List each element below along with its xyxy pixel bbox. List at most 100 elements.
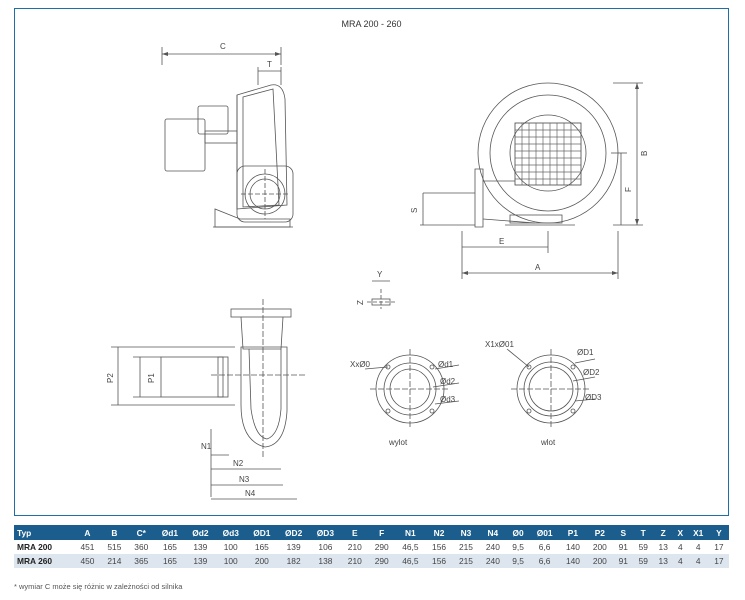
table-cell: 100 [215, 540, 246, 554]
table-header-cell: N2 [425, 525, 453, 540]
table-header-cell: A [73, 525, 101, 540]
table-header-cell: ØD1 [245, 525, 278, 540]
drawing-title: MRA 200 - 260 [341, 19, 402, 29]
dim-label-e: E [499, 237, 504, 246]
table-header-cell: B [100, 525, 128, 540]
dim-label-oD2: ØD2 [583, 368, 600, 377]
table-cell: 59 [633, 554, 654, 568]
table-cell: 215 [452, 554, 480, 568]
table-cell: 91 [613, 554, 634, 568]
dim-label-od3: Ød3 [440, 395, 456, 404]
table-header-cell: Ø01 [529, 525, 560, 540]
dim-label-f: F [624, 187, 633, 192]
table-header-cell: X [673, 525, 688, 540]
table-cell: 451 [73, 540, 101, 554]
caption-outlet: wylot [388, 438, 408, 447]
table-cell: 4 [673, 554, 688, 568]
table-cell: 182 [277, 554, 310, 568]
table-header-cell: N1 [395, 525, 426, 540]
table-cell: 215 [452, 540, 480, 554]
table-cell: 100 [215, 554, 246, 568]
table-header-cell: P1 [559, 525, 587, 540]
table-header-cell: F [368, 525, 396, 540]
table-cell: 200 [586, 540, 614, 554]
dim-label-p2: P2 [106, 373, 115, 383]
table-header-cell: C* [127, 525, 155, 540]
table-cell: 450 [73, 554, 101, 568]
table-cell: 290 [368, 540, 396, 554]
table-cell: 17 [708, 540, 729, 554]
table-cell: 165 [154, 540, 186, 554]
bottom-view [111, 299, 305, 500]
table-cell: MRA 260 [14, 554, 74, 568]
table-header-cell: T [633, 525, 654, 540]
dim-label-c: C [220, 42, 226, 51]
table-cell: 365 [127, 554, 155, 568]
bolt-detail [367, 280, 395, 309]
table-cell: 200 [586, 554, 614, 568]
table-cell: 156 [425, 540, 453, 554]
table-cell: 515 [100, 540, 128, 554]
table-header-cell: E [341, 525, 369, 540]
inlet-flange [506, 348, 596, 429]
table-header-cell: S [613, 525, 634, 540]
table-cell: 13 [653, 554, 674, 568]
footnote: * wymiar C może się różnic w zależności … [14, 582, 183, 591]
table-cell: MRA 200 [14, 540, 74, 554]
dim-label-t: T [267, 60, 272, 69]
table-header-cell: Y [708, 525, 729, 540]
table-cell: 138 [309, 554, 342, 568]
table-header-cell: Ød1 [154, 525, 186, 540]
table-cell: 165 [154, 554, 186, 568]
dim-label-y: Y [377, 270, 383, 279]
table-cell: 240 [479, 554, 507, 568]
table-header-cell: Z [653, 525, 674, 540]
table-header-cell: N3 [452, 525, 480, 540]
table-cell: 139 [277, 540, 310, 554]
dim-label-n2: N2 [233, 459, 244, 468]
table-cell: 9,5 [506, 554, 530, 568]
front-view [420, 82, 643, 279]
table-header-cell: Ød2 [185, 525, 216, 540]
table-header-cell: Ø0 [506, 525, 530, 540]
table-cell: 214 [100, 554, 128, 568]
dim-label-od2: Ød2 [440, 377, 456, 386]
table-header-cell: Ød3 [215, 525, 246, 540]
table-cell: 290 [368, 554, 396, 568]
dim-label-xxo0: XxØ0 [350, 360, 371, 369]
table-cell: 139 [185, 540, 216, 554]
dim-label-p1: P1 [147, 373, 156, 383]
dim-label-oD1: ØD1 [577, 348, 594, 357]
dim-label-a: A [535, 263, 541, 272]
caption-inlet: wlot [540, 438, 556, 447]
outlet-flange [364, 349, 460, 429]
table-cell: 46,5 [395, 540, 426, 554]
dim-label-n4: N4 [245, 489, 256, 498]
drawing-svg: C T B F S E A Y Z P1 P2 N1 N2 N3 N4 XxØ0… [106, 42, 649, 500]
table-cell: 106 [309, 540, 342, 554]
dim-label-z: Z [356, 300, 365, 305]
table-cell: 9,5 [506, 540, 530, 554]
table-cell: 6,6 [529, 540, 560, 554]
table-cell: 200 [245, 554, 278, 568]
table-cell: 140 [559, 540, 587, 554]
table-cell: 210 [341, 554, 369, 568]
table-header-cell: Typ [14, 525, 74, 540]
table-header-cell: N4 [479, 525, 507, 540]
dim-label-b: B [640, 151, 649, 156]
table-cell: 13 [653, 540, 674, 554]
dim-label-oD3: ØD3 [585, 393, 602, 402]
table-header-cell: ØD2 [277, 525, 310, 540]
table-cell: 59 [633, 540, 654, 554]
table-cell: 360 [127, 540, 155, 554]
table-cell: 139 [185, 554, 216, 568]
table-cell: 210 [341, 540, 369, 554]
table-cell: 17 [708, 554, 729, 568]
table-header-cell: P2 [586, 525, 614, 540]
table-cell: 91 [613, 540, 634, 554]
technical-drawing: MRA 200 - 260 [14, 8, 729, 516]
